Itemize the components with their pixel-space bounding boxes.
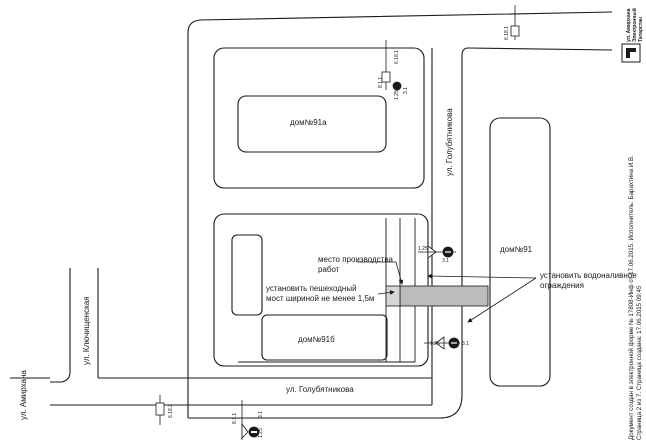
annotation-bridge-line1: установить пешеходный [266,284,357,293]
logo-text-line1: ул. Амирхана [626,8,632,42]
sign-code-1-25-top: 1.25 [418,246,428,252]
house-91b [261,314,388,361]
work-zone-area [399,285,489,307]
house-label-91b: дом№91б [298,335,335,344]
portal-logo: ул. Амирхана Электронный Татарстан [621,8,644,63]
sign-1-25-bottom-left [241,422,249,439]
sign-6-18-2-plate [155,402,165,416]
house-91b-west [231,234,263,316]
block-91a-outline [213,47,425,189]
sign-6-18-1-plate [510,25,520,37]
sign-code-6-18-1-center: 6.18.1 [394,50,400,64]
house-label-91a: дом№91а [290,118,327,127]
street-label-golubyatnikova-vertical: ул. Голубятникова [445,108,454,176]
sign-code-8-1-1: 8.1.1 [378,77,384,88]
house-label-91: дом№91 [500,245,533,254]
annotation-work-site-line1: место производства [318,255,393,264]
annotation-barrier-line2: ограждения [540,281,584,290]
house-91 [489,117,551,387]
work-zone-bridge [385,285,401,307]
road-signs [155,5,520,440]
leader-lines [357,261,537,323]
street-label-amirkhana: ул. Амирхана [19,370,28,420]
sign-code-3-1-bottom-left: 3.1 [258,411,264,418]
sign-6-18-1-plate-center [381,71,391,83]
sign-code-1-25-bottom: 1.25 [430,341,440,347]
logo-text-line2: Электронный [631,8,638,42]
sign-code-1-25-center: 1.25 [394,90,400,100]
blocks [213,47,551,387]
road-edge-klyu-left [50,268,71,383]
sign-code-3-1-center: 3.1 [403,87,409,94]
sign-code-6-18-2-bottom: 6.18.2 [168,404,174,418]
sign-code-3-1-top: 3.1 [442,258,449,264]
road-edge-top-inner [188,47,613,419]
logo-text-line3: Татарстан [638,17,644,42]
house-91a [237,95,387,153]
road-outline [10,11,613,419]
annotation-bridge-line2: мост шириной не менее 1,5м [266,294,374,303]
document-meta-line1: Документ создан в электронной форме № 17… [628,155,635,440]
annotation-barrier-line1: установить водоналивное [540,271,637,280]
sign-code-1-25-bottom-left: 1.25 [258,428,264,438]
document-meta-line2: Страница 2 из 7. Страница создана: 17.06… [636,285,643,440]
road-edge-outer [187,11,613,418]
street-label-klyuchishchenskaya: ул. Ключищенская [82,296,91,365]
sign-code-6-18-1-right: 6.18.1 [504,26,510,40]
street-label-golubyatnikova-horizontal: ул. Голубятникова [286,385,354,394]
sign-code-3-1-bottom: 3.1 [462,341,469,347]
sign-3-1-top-center [392,81,402,91]
annotation-work-site-line2: работ [318,265,340,274]
sign-code-8-1-1-bottom: 8.1.1 [232,413,238,424]
